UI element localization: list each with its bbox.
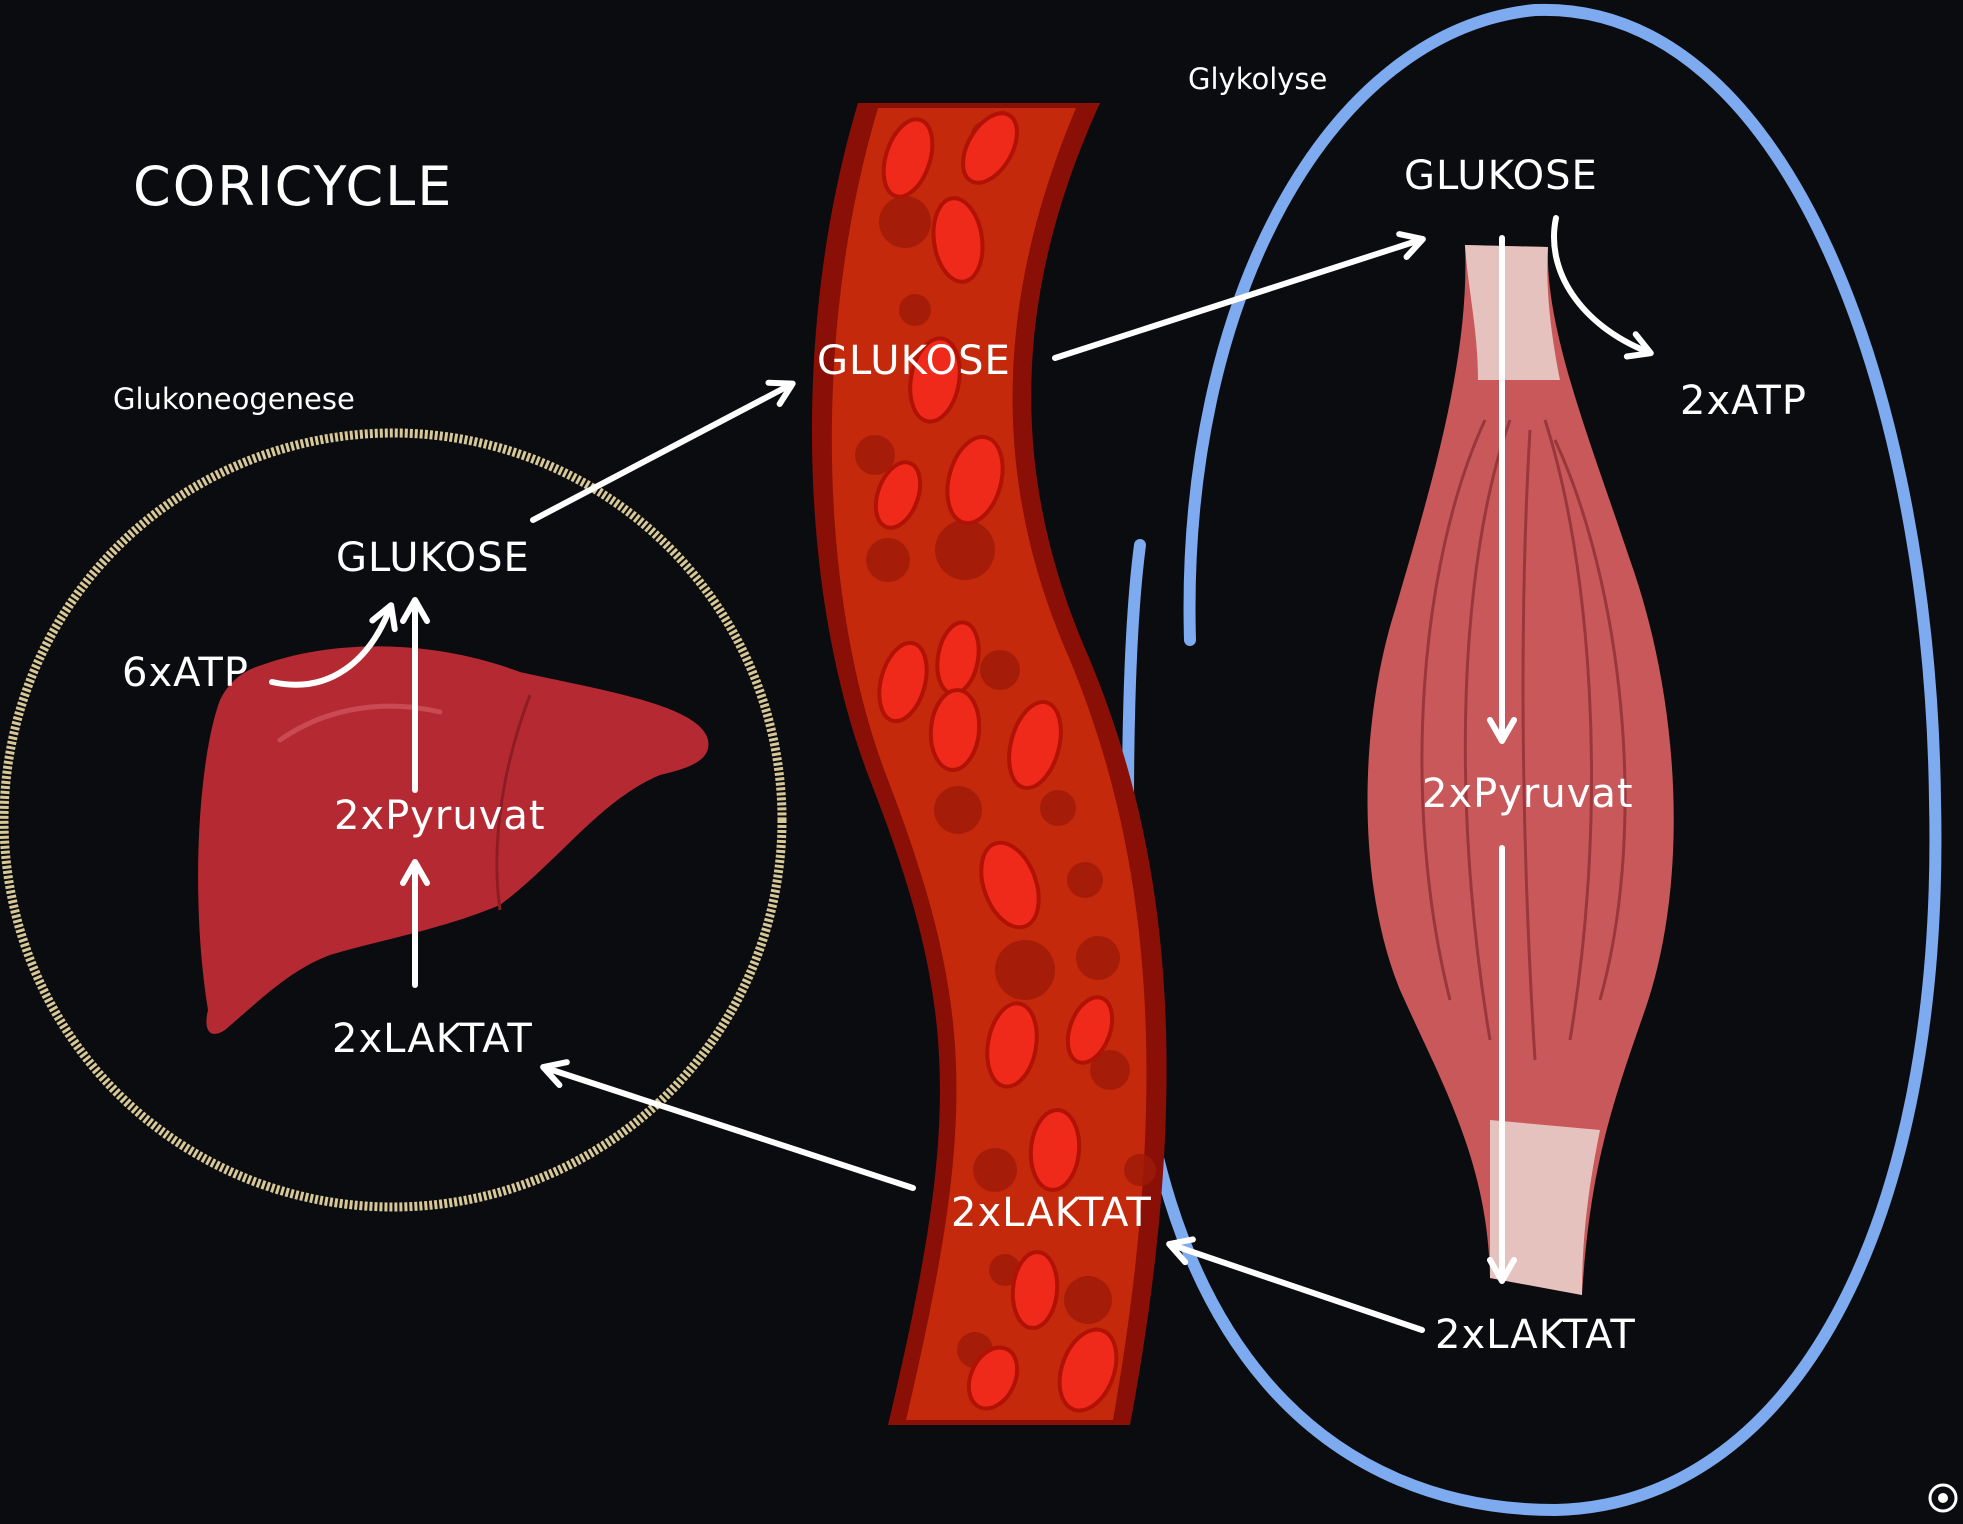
circle-logo-icon [1923,1478,1963,1518]
page-title: CORICYCLE [133,155,453,218]
liver-pyruvate-label: 2xPyruvat [334,793,546,839]
liver-glucose-label: GLUKOSE [336,535,530,581]
muscle-atp-label: 2xATP [1680,378,1807,424]
blood-glucose-label: GLUKOSE [817,338,1011,384]
arrow-blood-lactate-to-liver [546,1068,913,1188]
muscle-pyruvate-label: 2xPyruvat [1422,771,1634,817]
muscle-illustration [1368,245,1674,1295]
muscle-lactate-label: 2xLAKTAT [1435,1312,1636,1358]
liver-lactate-label: 2xLAKTAT [332,1016,533,1062]
arrow-muscle-atp-curve [1554,218,1648,352]
liver-process-label: Glukoneogenese [113,382,355,416]
blood-lactate-label: 2xLAKTAT [951,1190,1152,1236]
liver-illustration [198,646,708,1034]
arrow-blood-glucose-to-muscle [1055,240,1420,358]
liver-atp-label: 6xATP [122,650,249,696]
arrow-liver-glucose-to-blood [533,385,790,520]
muscle-glucose-label: GLUKOSE [1404,153,1598,199]
muscle-process-label: Glykolyse [1188,62,1327,96]
